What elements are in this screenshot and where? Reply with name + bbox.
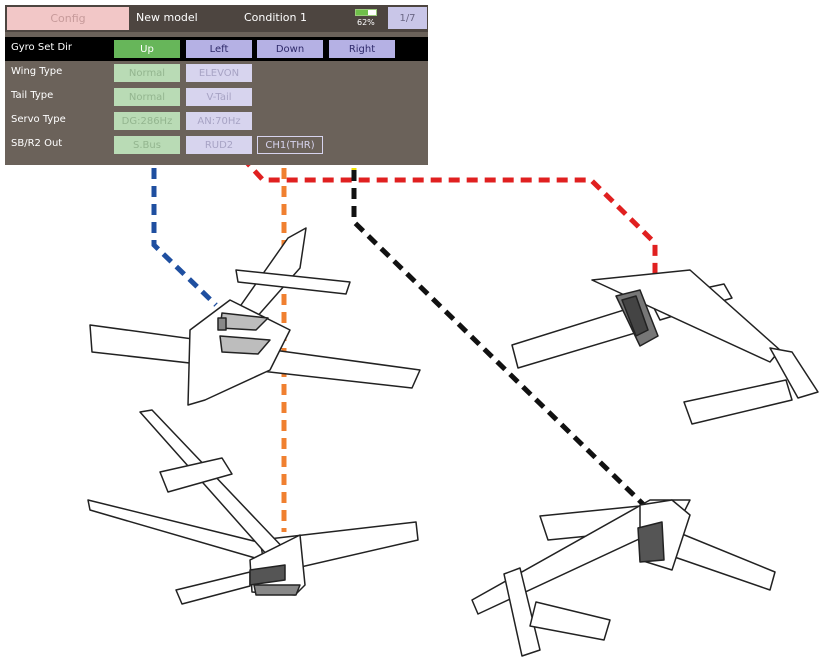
- option-button[interactable]: Left: [186, 40, 252, 58]
- option-button[interactable]: Right: [329, 40, 395, 58]
- setting-row[interactable]: Tail Type Normal V-Tail: [5, 85, 428, 109]
- option-button[interactable]: Up: [114, 40, 180, 58]
- page-button[interactable]: 1/7: [388, 7, 427, 29]
- red-connector-line: [221, 57, 658, 278]
- battery-icon: [355, 9, 377, 16]
- airplane-up-icon: [89, 227, 421, 406]
- airplane-down-icon: [471, 499, 776, 657]
- battery-label: 62%: [357, 18, 375, 27]
- option-button[interactable]: S.Bus: [114, 136, 180, 154]
- setting-label: Servo Type: [11, 114, 66, 125]
- option-button[interactable]: CH1(THR): [257, 136, 323, 154]
- option-button[interactable]: Down: [257, 40, 323, 58]
- battery-fill: [356, 10, 369, 15]
- option-button[interactable]: AN:70Hz: [186, 112, 252, 130]
- option-button[interactable]: RUD2: [186, 136, 252, 154]
- setting-row[interactable]: Servo Type DG:286Hz AN:70Hz: [5, 109, 428, 133]
- setting-row[interactable]: Wing Type Normal ELEVON: [5, 61, 428, 85]
- option-button[interactable]: ELEVON: [186, 64, 252, 82]
- airplane-left-icon: [87, 409, 419, 605]
- setting-label: SB/R2 Out: [11, 138, 63, 149]
- setting-label: Wing Type: [11, 66, 63, 77]
- setting-label: Gyro Set Dir: [11, 42, 73, 53]
- option-button[interactable]: DG:286Hz: [114, 112, 180, 130]
- setting-label: Tail Type: [11, 90, 54, 101]
- battery-indicator: 62%: [353, 7, 383, 29]
- setting-row[interactable]: SB/R2 Out S.Bus RUD2 CH1(THR): [5, 133, 428, 157]
- title-bar: Config New model Condition 1 62% 1/7: [5, 5, 428, 32]
- model-name: New model: [136, 11, 198, 24]
- config-panel: Config New model Condition 1 62% 1/7 Gyr…: [5, 5, 428, 165]
- option-button[interactable]: V-Tail: [186, 88, 252, 106]
- setting-row[interactable]: Gyro Set Dir Up Left Down Right: [5, 37, 428, 61]
- airplane-right-icon: [511, 269, 819, 425]
- option-button[interactable]: Normal: [114, 64, 180, 82]
- option-button[interactable]: Normal: [114, 88, 180, 106]
- config-tab[interactable]: Config: [7, 7, 129, 30]
- condition-name: Condition 1: [244, 11, 307, 24]
